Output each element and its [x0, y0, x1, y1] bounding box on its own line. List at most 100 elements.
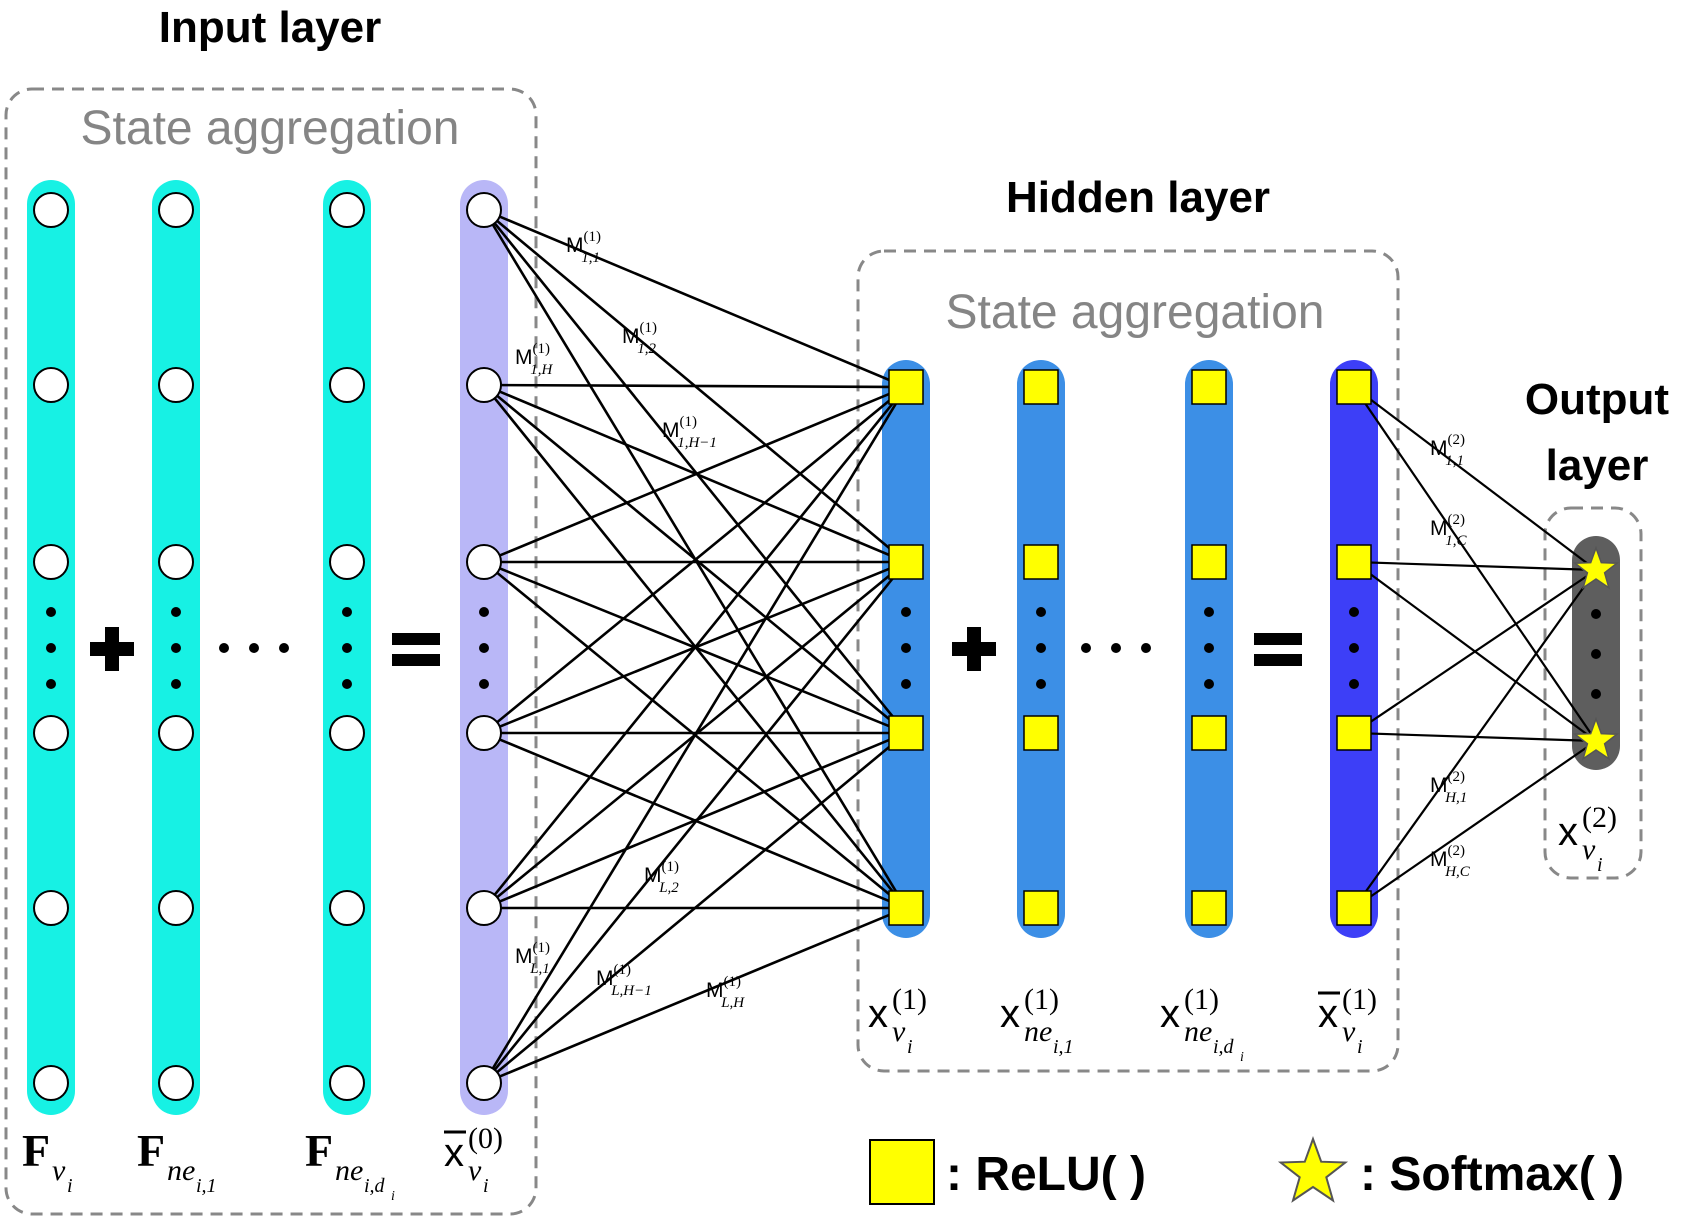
- yellow-square-icon: [888, 890, 924, 926]
- circle-node-icon: [329, 367, 365, 403]
- connection-line: [483, 906, 907, 1085]
- weight-label-input: M(1)1,H−1: [662, 414, 717, 451]
- vertical-dot: [46, 607, 56, 617]
- vertical-ellipsis-dots: [46, 607, 1601, 699]
- svg-text:i,d: i,d: [364, 1175, 386, 1197]
- vertical-dot: [479, 679, 489, 689]
- connection-line: [482, 386, 908, 1084]
- connection-line: [483, 385, 907, 735]
- circle-node-icon: [329, 192, 365, 228]
- vertical-dot: [342, 643, 352, 653]
- connection-lines: [482, 208, 1597, 1085]
- yellow-square-icon: [1336, 715, 1372, 751]
- vertical-dot: [1204, 679, 1214, 689]
- circle-node-icon: [158, 890, 194, 926]
- plus-sign-input: [90, 627, 134, 671]
- vertical-dot: [171, 643, 181, 653]
- output-layer-title-line2: layer: [1546, 441, 1649, 490]
- svg-text:i: i: [1357, 1036, 1363, 1058]
- svg-text:x: x: [1000, 992, 1020, 1036]
- yellow-square-icon: [1191, 715, 1227, 751]
- svg-text:ne: ne: [167, 1154, 195, 1187]
- yellow-square-icon: [1191, 369, 1227, 405]
- svg-text:v: v: [1342, 1015, 1356, 1048]
- svg-text:i: i: [1240, 1050, 1244, 1065]
- svg-text:M(2)1,1: M(2)1,1: [1430, 432, 1465, 469]
- connection-line: [483, 383, 907, 389]
- weight-label-input: M(1)L,2: [644, 859, 679, 896]
- vertical-dot: [1349, 643, 1359, 653]
- weight-label-input: M(1)L,H: [706, 974, 745, 1011]
- svg-text:(0): (0): [468, 1122, 503, 1155]
- vertical-dot: [342, 607, 352, 617]
- vertical-dot: [479, 607, 489, 617]
- connection-line: [1353, 731, 1597, 743]
- vertical-dot: [479, 643, 489, 653]
- yellow-square-icon: [1336, 369, 1372, 405]
- vertical-dot: [342, 679, 352, 689]
- weight-label-input: M(1)1,1: [566, 229, 601, 266]
- vertical-dot: [1204, 643, 1214, 653]
- yellow-square-icon: [1023, 369, 1059, 405]
- hidden-layer-title: Hidden layer: [1006, 173, 1270, 222]
- input-aggregation-box: [4, 87, 538, 1216]
- weight-label-output: M(2)1,C: [1430, 512, 1467, 549]
- svg-text:ne: ne: [1184, 1015, 1212, 1048]
- connection-line: [482, 209, 908, 734]
- circle-node-icon: [158, 367, 194, 403]
- svg-text:v: v: [468, 1154, 482, 1187]
- connection-line: [1353, 386, 1597, 571]
- svg-text:v: v: [1582, 833, 1596, 866]
- weight-label-output: M(2)1,1: [1430, 432, 1465, 469]
- svg-text:(1): (1): [1184, 983, 1219, 1016]
- svg-text:i: i: [1597, 854, 1603, 876]
- circle-node-icon: [158, 715, 194, 751]
- equals-sign-hidden: [1254, 633, 1302, 666]
- vertical-dot: [46, 643, 56, 653]
- weight-label-output: M(2)H,1: [1430, 769, 1467, 806]
- vertical-dot: [171, 607, 181, 617]
- connection-line: [483, 385, 907, 564]
- svg-text:i: i: [907, 1036, 913, 1058]
- svg-text:M(1)1,H−1: M(1)1,H−1: [662, 414, 717, 451]
- svg-text:i,1: i,1: [196, 1175, 217, 1197]
- svg-text:F: F: [137, 1125, 165, 1176]
- connection-line: [482, 386, 908, 909]
- circle-node-icon: [158, 1065, 194, 1101]
- svg-text:(1): (1): [892, 983, 927, 1016]
- legend-relu-label: : ReLU( ): [946, 1148, 1146, 1201]
- svg-text:i,1: i,1: [1053, 1036, 1074, 1058]
- circle-node-icon: [466, 192, 502, 228]
- svg-text:v: v: [892, 1015, 906, 1048]
- svg-text:M(2)1,C: M(2)1,C: [1430, 512, 1467, 549]
- weight-label-output: M(2)H,C: [1430, 843, 1471, 880]
- circle-node-icon: [33, 890, 69, 926]
- connection-line: [1353, 569, 1597, 909]
- svg-text:M(1)L,H: M(1)L,H: [706, 974, 745, 1011]
- connection-line: [482, 561, 908, 1084]
- vertical-dot: [901, 607, 911, 617]
- svg-text:M(1)L,1: M(1)L,1: [515, 940, 550, 977]
- legend: : ReLU( ) : Softmax( ): [869, 1136, 1624, 1205]
- svg-text:x: x: [868, 992, 888, 1036]
- circle-node-icon: [466, 890, 502, 926]
- weight-label-input: M(1)L,1: [515, 940, 550, 977]
- equals-sign-input: [392, 633, 440, 666]
- svg-text:M(1)1,H: M(1)1,H: [515, 341, 553, 378]
- vertical-dot: [1591, 649, 1601, 659]
- vertical-dot: [1591, 609, 1601, 619]
- yellow-square-icon: [1023, 715, 1059, 751]
- svg-text:(2): (2): [1582, 801, 1617, 834]
- connection-line: [1353, 560, 1597, 572]
- connection-line: [1353, 740, 1597, 909]
- yellow-star-icon: [1277, 1136, 1349, 1203]
- connection-line: [483, 208, 907, 389]
- svg-text:(1): (1): [1024, 983, 1059, 1016]
